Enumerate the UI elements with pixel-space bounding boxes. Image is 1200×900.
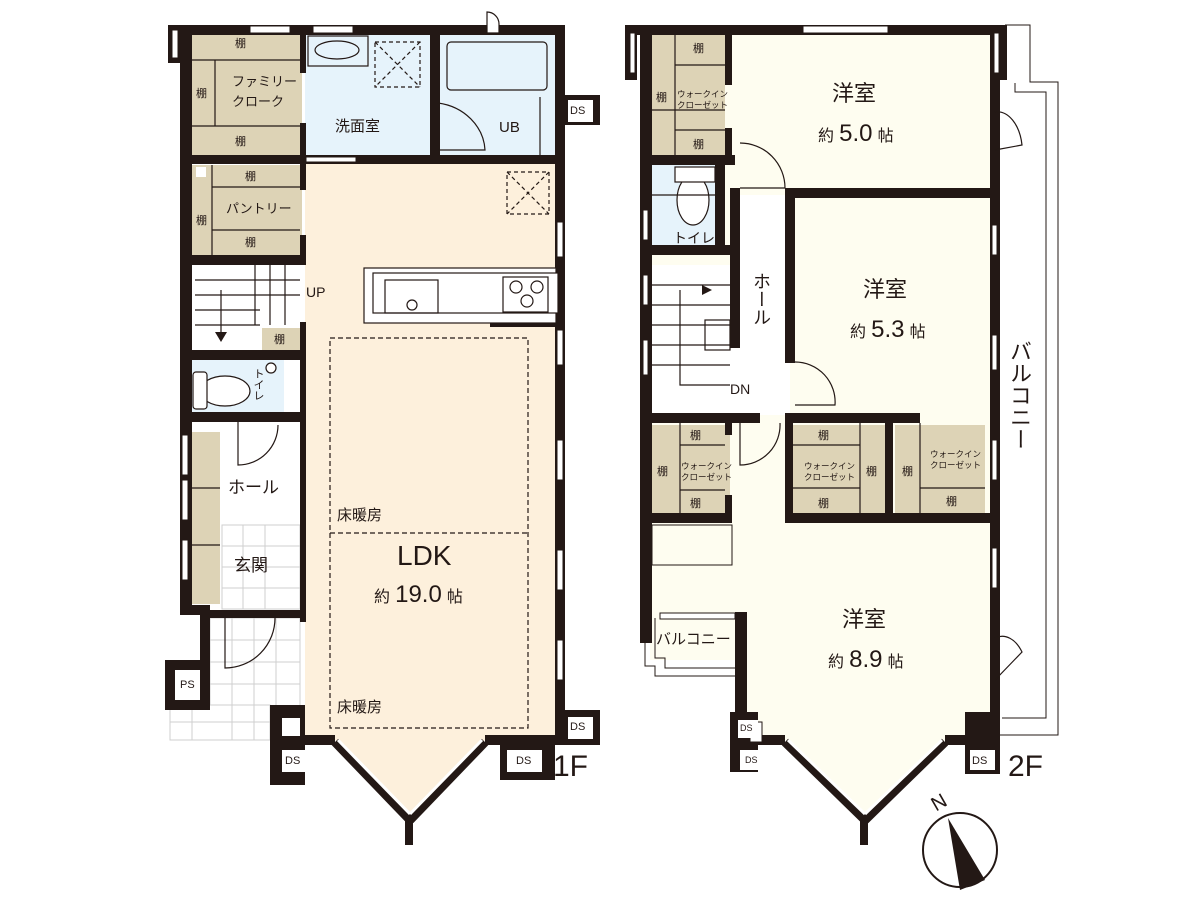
washroom-label: 洗面室 xyxy=(335,117,381,135)
toilet-2f-label: トイレ xyxy=(673,231,715,247)
western-room-2-size: 約 5.3 帖 xyxy=(850,318,926,342)
family-cloak-label-1: ファミリー xyxy=(232,75,298,90)
ds-label: DS xyxy=(972,755,988,767)
shelf-label: 棚 xyxy=(274,333,285,346)
unit-bath-label: UB xyxy=(499,119,520,136)
ldk-size: 約 19.0 帖 xyxy=(374,583,463,607)
pantry-floor xyxy=(192,165,302,255)
size-value: 5.3 xyxy=(871,316,905,343)
size-prefix: 約 xyxy=(828,652,845,671)
western-room-2-label: 洋室 xyxy=(863,278,908,303)
family-cloak-floor xyxy=(192,33,302,155)
size-value: 5.0 xyxy=(839,120,873,147)
wic-line-1: ウォークイン xyxy=(681,462,733,472)
size-prefix: 約 xyxy=(818,126,835,145)
pantry-label: パントリー xyxy=(226,202,292,217)
floor-heating-label: 床暖房 xyxy=(337,506,383,524)
toilet-label: トイレ xyxy=(252,368,265,401)
size-unit: 帖 xyxy=(909,322,926,341)
size-value: 19.0 xyxy=(395,581,442,608)
ds-label: DS xyxy=(570,721,586,733)
western-room-1-label: 洋室 xyxy=(832,82,877,107)
hall-label: ホール xyxy=(228,478,279,498)
wic-line-1: ウォークイン xyxy=(804,462,856,472)
size-unit: 帖 xyxy=(887,652,904,671)
floor-2-label: 2F xyxy=(1008,750,1044,783)
shelf-label: 棚 xyxy=(818,429,829,442)
shelf-label: 棚 xyxy=(196,87,207,100)
shelf-label: 棚 xyxy=(946,495,957,508)
western-room-3-label: 洋室 xyxy=(842,608,887,633)
shelf-label: 棚 xyxy=(196,214,207,227)
western-room-3-size: 約 8.9 帖 xyxy=(828,648,904,672)
ds-label: DS xyxy=(745,755,758,765)
western-room-1-size: 約 5.0 帖 xyxy=(818,122,894,146)
ds-label: DS xyxy=(740,723,753,733)
shelf-label: 棚 xyxy=(866,465,877,478)
wic-line-2: クローゼット xyxy=(681,472,733,483)
shelf-label: 棚 xyxy=(657,465,668,478)
shelf-label: 棚 xyxy=(245,236,256,249)
stairs-down-label: DN xyxy=(730,381,751,397)
family-cloak-label-2: クローク xyxy=(232,95,285,110)
balcony-east-label: バルコニー xyxy=(1006,340,1031,450)
wic-label: ウォークイン クローゼット xyxy=(804,462,855,483)
floor-1-plan xyxy=(165,11,600,845)
ds-label: DS xyxy=(570,105,586,117)
wic-label: ウォークイン クローゼット xyxy=(930,450,981,471)
compass-icon xyxy=(922,812,998,890)
wic-line-1: ウォークイン xyxy=(677,90,729,100)
size-prefix: 約 xyxy=(850,322,867,341)
shelf-label: 棚 xyxy=(656,91,667,104)
shelf-label: 棚 xyxy=(690,497,701,510)
ldk-floor xyxy=(305,162,560,820)
shelf-label: 棚 xyxy=(693,42,704,55)
shelf-label: 棚 xyxy=(693,138,704,151)
shelf-label: 棚 xyxy=(690,429,701,442)
ds-label: DS xyxy=(285,755,301,767)
stairs-up-label: UP xyxy=(306,284,326,300)
shelf-label: 棚 xyxy=(245,170,256,183)
size-unit: 帖 xyxy=(877,126,894,145)
wic-line-1: ウォークイン xyxy=(930,450,982,460)
floor-heating-label: 床暖房 xyxy=(337,698,383,716)
shelf-label: 棚 xyxy=(902,465,913,478)
ps-label: PS xyxy=(180,679,195,691)
floor-2-plan xyxy=(625,24,1059,890)
shelf-label: 棚 xyxy=(235,135,246,148)
ds-label: DS xyxy=(516,755,532,767)
balcony-small-label: バルコニー xyxy=(656,630,731,648)
wic-line-2: クローゼット xyxy=(677,100,729,111)
ldk-label: LDK xyxy=(397,540,452,571)
wic-label: ウォークイン クローゼット xyxy=(677,90,728,111)
entrance-label: 玄関 xyxy=(234,556,268,576)
wic-label: ウォークイン クローゼット xyxy=(681,462,732,483)
size-prefix: 約 xyxy=(374,587,391,606)
floor-1-label: 1F xyxy=(553,750,589,783)
size-unit: 帖 xyxy=(446,587,463,606)
wic-line-2: クローゼット xyxy=(804,472,856,483)
shelf-label: 棚 xyxy=(235,37,246,50)
size-value: 8.9 xyxy=(849,646,883,673)
hall-2f-label: ホール xyxy=(750,272,771,326)
wic-line-2: クローゼット xyxy=(930,460,982,471)
shelf-label: 棚 xyxy=(818,497,829,510)
unit-bath-floor xyxy=(440,33,555,155)
